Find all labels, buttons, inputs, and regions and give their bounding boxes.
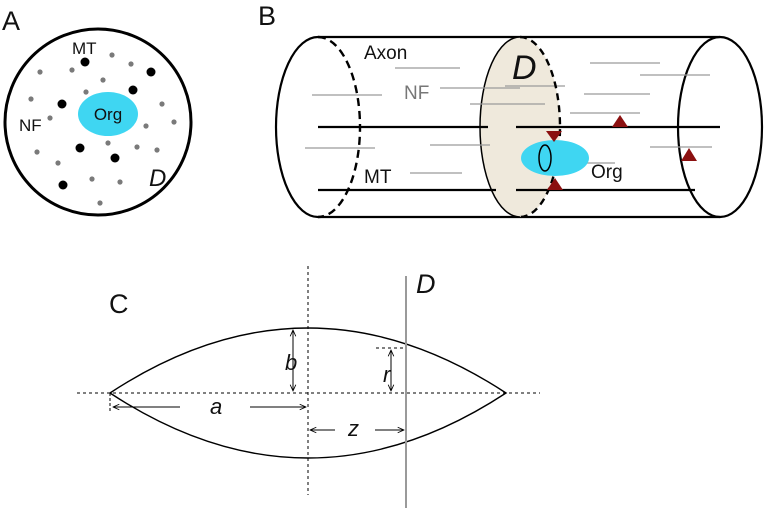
microtubule-dot (80, 57, 90, 67)
organelle (521, 140, 589, 176)
microtubule-dots (57, 57, 156, 190)
neurofilament-dot (83, 89, 89, 95)
organelle-section-ring (538, 144, 552, 172)
motor-triangle (546, 131, 562, 142)
neurofilament-dot (154, 147, 160, 153)
motor-triangle (612, 115, 628, 127)
axon-label: Axon (364, 43, 407, 64)
neurofilament-dots (28, 52, 177, 206)
panel-b: B (258, 1, 764, 219)
panel-c: C D b r a z (77, 266, 540, 508)
neurofilament-lines (305, 62, 712, 174)
lens-organelle-outline (108, 327, 508, 459)
panel-a-label: A (2, 6, 20, 36)
neurofilament-dot (171, 119, 177, 125)
microtubule-dot (110, 153, 120, 163)
mt-label-a: MT (72, 39, 97, 58)
neurofilament-dot (109, 52, 115, 58)
motor-triangle (547, 178, 563, 190)
neurofilament-dot (159, 101, 165, 107)
neurofilament-dot (100, 77, 106, 83)
neurofilament-dot (69, 67, 75, 73)
microtubule-dot (75, 143, 85, 153)
nf-label-b: NF (404, 83, 429, 104)
neurofilament-dot (37, 69, 43, 75)
mt-label-b: MT (364, 167, 392, 188)
cross-section-plane-fill-left (480, 37, 520, 217)
neurofilament-dot (55, 160, 61, 166)
neurofilament-dot (105, 140, 111, 146)
neurofilament-dot (89, 176, 95, 182)
neurofilament-dot (143, 123, 149, 129)
org-label-a: Org (94, 105, 122, 124)
neurofilament-dot (28, 96, 34, 102)
org-label-b: Org (591, 162, 623, 183)
microtubule-dot (146, 67, 156, 77)
panel-b-label: B (258, 1, 276, 31)
panel-a: A Org MT NF D (2, 6, 193, 217)
microtubule-dot (57, 99, 67, 109)
a-label: a (210, 394, 222, 419)
neurofilament-dot (97, 200, 103, 206)
neurofilament-dot (128, 61, 134, 67)
b-label: b (285, 350, 297, 375)
d-label-c: D (416, 269, 436, 299)
organelle-cross-section (78, 92, 138, 136)
d-label-a: D (149, 165, 166, 192)
neurofilament-dot (117, 179, 123, 185)
d-label-b: D (512, 49, 537, 87)
axon-cross-section-circle (3, 27, 193, 217)
panel-c-label: C (109, 289, 129, 319)
r-label: r (383, 362, 392, 387)
neurofilament-dot (47, 115, 53, 121)
neurofilament-dot (34, 149, 40, 155)
microtubule-dot (128, 85, 138, 95)
neurofilament-dot (134, 144, 140, 150)
cylinder-left-end-solid (274, 35, 319, 219)
microtubule-dot (58, 180, 68, 190)
nf-label-a: NF (19, 116, 42, 135)
motor-triangle (681, 148, 697, 161)
z-label: z (347, 416, 359, 441)
